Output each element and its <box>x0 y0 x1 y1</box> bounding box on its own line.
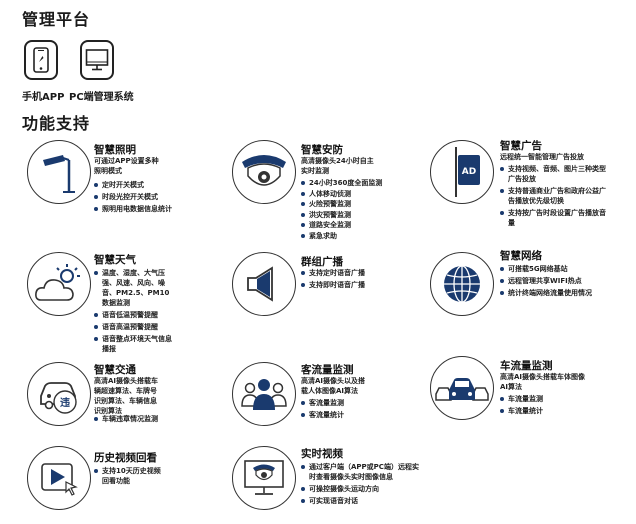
list-item: 可搭载5G网络基站 <box>500 264 618 274</box>
list-item: 车辆违章情况监测 <box>94 414 204 424</box>
lighting-title: 智慧照明 <box>94 144 136 156</box>
list-item: 人体移动侦测 <box>301 189 421 199</box>
network-list: 可搭载5G网络基站 远程管理共享WIFI热点 统计终端网络流量使用情况 <box>500 264 618 300</box>
list-item: 可操控摄像头运动方向 <box>301 484 421 494</box>
traffic-list: 车辆违章情况监测 <box>94 414 204 426</box>
mobile-app-tile[interactable] <box>24 40 58 80</box>
history-list: 支持10天历史视频回看功能 <box>94 466 162 488</box>
pc-system-tile[interactable] <box>80 40 114 80</box>
ads-icon-circle: AD <box>430 140 494 204</box>
realtime-icon-circle <box>232 446 296 510</box>
cars-icon <box>435 378 489 401</box>
list-item: 可实现语音对话 <box>301 496 421 506</box>
svg-text:违: 违 <box>60 396 70 409</box>
video-play-icon <box>41 463 78 496</box>
streetlight-icon <box>43 155 75 193</box>
passenger-icon-circle <box>232 362 296 426</box>
car-violation-icon: 违 <box>40 382 77 414</box>
list-item: 客流量统计 <box>301 410 421 420</box>
lighting-list: 定时开关模式 时段光控开关模式 照明用电数据信息统计 <box>94 180 204 216</box>
platform-section-title: 管理平台 <box>22 10 91 29</box>
list-item: 支持视频、音频、图片三种类型广告投放 <box>500 164 612 184</box>
pc-system-label: PC端管理系统 <box>69 92 134 103</box>
list-item: 时段光控开关模式 <box>94 192 204 202</box>
list-item: 客流量监测 <box>301 398 421 408</box>
list-item: 道路安全监测 <box>301 220 421 230</box>
speaker-icon <box>247 266 273 302</box>
lighting-desc: 可通过APP设置多种照明模式 <box>94 157 159 175</box>
list-item: 支持按广告时段设置广告播放音量 <box>500 208 612 228</box>
list-item: 语音低温预警提醒 <box>94 310 174 320</box>
security-title: 智慧安防 <box>301 144 343 156</box>
vehicle-title: 车流量监测 <box>500 360 553 372</box>
list-item: 车流量统计 <box>500 406 618 416</box>
realtime-title: 实时视频 <box>301 448 343 460</box>
broadcast-icon-circle <box>232 252 296 316</box>
passenger-title: 客流量监测 <box>301 364 354 376</box>
features-section-title: 功能支持 <box>22 114 91 133</box>
list-item: 通过客户端（APP或PC端）远程实时查看摄像头实时图像信息 <box>301 462 421 482</box>
weather-icon-circle <box>27 252 91 316</box>
list-item: 支持10天历史视频回看功能 <box>94 466 162 486</box>
security-list: 24小时360度全面监测 人体移动侦测 火险预警监测 洪灾预警监测 道路安全监测… <box>301 178 421 241</box>
monitor-icon <box>85 49 109 71</box>
history-icon-circle <box>27 446 91 510</box>
svg-text:AD: AD <box>462 167 476 177</box>
list-item: 紧急求助 <box>301 231 421 241</box>
list-item: 火险预警监测 <box>301 199 421 209</box>
network-title: 智慧网络 <box>500 250 542 262</box>
list-item: 照明用电数据信息统计 <box>94 204 182 214</box>
broadcast-list: 支持定时语音广播 支持即时语音广播 <box>301 268 421 292</box>
list-item: 支持普通商业广告和政府公益广告播放优先级切换 <box>500 186 612 206</box>
network-icon-circle <box>430 252 494 316</box>
weather-list: 温度、湿度、大气压强、风速、风向、噪音、PM2.5、PM10数据监测 语音低温预… <box>94 268 174 356</box>
vehicle-list: 车流量监测 车流量统计 <box>500 394 618 418</box>
list-item: 温度、湿度、大气压强、风速、风向、噪音、PM2.5、PM10数据监测 <box>94 268 174 308</box>
security-desc: 高清摄像头24小时自主实时监测 <box>301 157 374 175</box>
list-item: 24小时360度全面监测 <box>301 178 421 188</box>
history-title: 历史视频回看 <box>94 452 157 464</box>
camera-icon <box>242 155 286 186</box>
list-item: 远程管理共享WIFI热点 <box>500 276 618 286</box>
list-item: 语音整点环境天气信息播报 <box>94 334 174 354</box>
ads-title: 智慧广告 <box>500 140 542 152</box>
list-item: 支持即时语音广播 <box>301 280 421 290</box>
weather-icon <box>35 264 80 301</box>
mobile-app-label: 手机APP <box>22 92 65 103</box>
list-item: 洪灾预警监测 <box>301 210 421 220</box>
people-icon <box>241 379 287 410</box>
ad-screen-icon: AD <box>455 147 480 197</box>
monitor-camera-icon <box>244 460 284 495</box>
broadcast-title: 群组广播 <box>301 256 343 268</box>
realtime-list: 通过客户端（APP或PC端）远程实时查看摄像头实时图像信息 可操控摄像头运动方向… <box>301 462 421 508</box>
passenger-desc: 高清AI摄像头以及搭载人体图像AI算法 <box>301 377 366 395</box>
list-item: 车流量监测 <box>500 394 618 404</box>
list-item: 支持定时语音广播 <box>301 268 421 278</box>
weather-title: 智慧天气 <box>94 254 136 266</box>
ads-desc: 远程统一智能管理广告投放 <box>500 153 584 161</box>
list-item: 定时开关模式 <box>94 180 204 190</box>
list-item: 统计终端网络流量使用情况 <box>500 288 618 298</box>
list-item: 语音高温预警提醒 <box>94 322 174 332</box>
passenger-list: 客流量监测 客流量统计 <box>301 398 421 422</box>
vehicle-icon-circle <box>430 356 494 420</box>
security-icon-circle <box>232 140 296 204</box>
phone-icon <box>33 47 49 73</box>
traffic-desc: 高清AI摄像头搭载车辆超速算法、车牌号 识别算法、车辆信息识别算法 <box>94 377 159 415</box>
traffic-icon-circle: 违 <box>27 362 91 426</box>
lighting-icon-circle <box>27 140 91 204</box>
globe-icon <box>444 265 480 303</box>
traffic-title: 智慧交通 <box>94 364 136 376</box>
ads-list: 支持视频、音频、图片三种类型广告投放 支持普通商业广告和政府公益广告播放优先级切… <box>500 164 612 230</box>
